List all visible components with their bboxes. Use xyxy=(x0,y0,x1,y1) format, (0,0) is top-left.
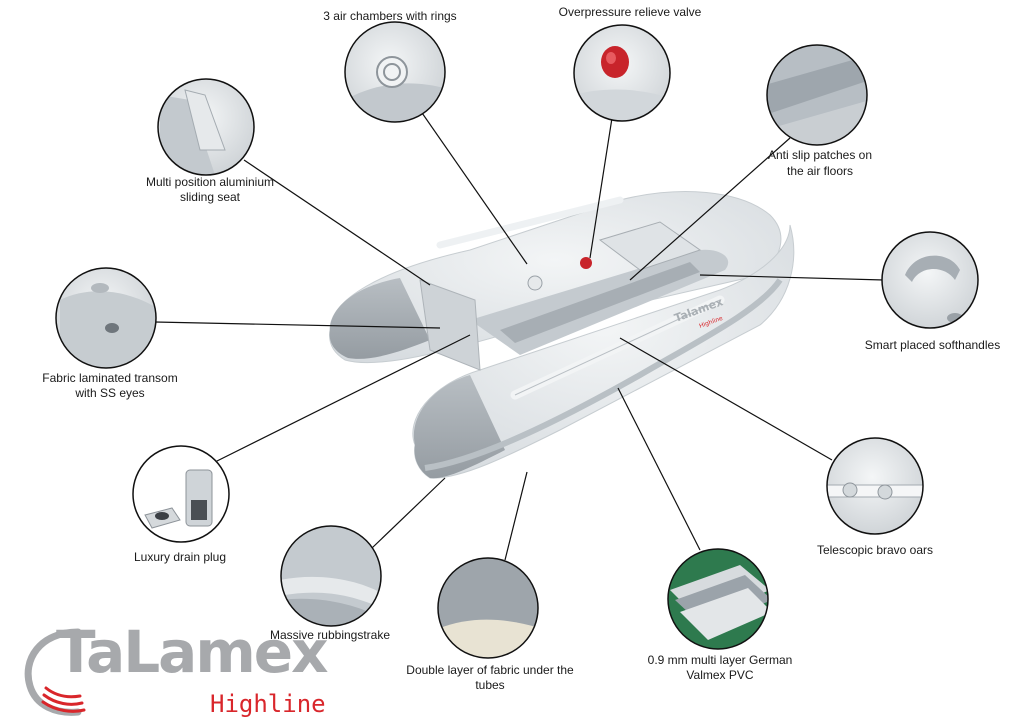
label-double-1: Double layer of fabric under the xyxy=(406,663,574,677)
detail-valve xyxy=(573,24,671,122)
talamex-brand: TaLamex Highline xyxy=(20,618,340,718)
leader-transom xyxy=(154,321,441,329)
leader-handles xyxy=(699,274,885,281)
detail-anti-slip xyxy=(766,44,868,146)
detail-drain xyxy=(132,445,230,543)
leader-seat xyxy=(243,159,431,286)
label-seat-1: Multi position aluminium xyxy=(145,175,275,189)
detail-transom xyxy=(55,267,157,369)
leader-double xyxy=(504,471,528,561)
detail-air-chambers xyxy=(344,21,446,123)
label-transom-2: with SS eyes xyxy=(75,386,145,400)
brand-name: TaLamex xyxy=(56,618,329,686)
boat-rubbing-strake xyxy=(424,278,783,471)
leader-anti-slip xyxy=(629,137,791,281)
label-rubbing: Massive rubbingstrake xyxy=(269,628,391,642)
label-transom-1: Fabric laminated transom xyxy=(42,371,178,385)
inflatable-boat: Talamex Highline xyxy=(329,191,795,479)
detail-seat xyxy=(157,78,255,176)
boat-floor-stripe xyxy=(500,262,700,343)
label-pvc-2: Valmex PVC xyxy=(686,668,754,682)
label-pvc-1: 0.9 mm multi layer German xyxy=(647,653,793,667)
talamex-logo-mark xyxy=(24,628,86,716)
boat-seat xyxy=(598,221,702,271)
label-drain: Luxury drain plug xyxy=(133,550,227,564)
leader-lines xyxy=(154,109,885,561)
leader-drain xyxy=(214,334,471,463)
label-valve: Overpressure relieve valve xyxy=(558,5,702,19)
leader-pvc xyxy=(617,387,701,551)
label-seat-2: sliding seat xyxy=(179,190,241,204)
leader-valve xyxy=(589,117,613,259)
boat-transom xyxy=(419,279,481,371)
label-oars: Telescopic bravo oars xyxy=(816,543,934,557)
detail-double-layer xyxy=(437,557,539,659)
brand-line: Highline xyxy=(210,690,326,718)
label-handles: Smart placed softhandles xyxy=(864,338,1001,352)
leader-air-chambers xyxy=(419,109,528,265)
boat-left-cone xyxy=(329,278,430,359)
label-air-chambers: 3 air chambers with rings xyxy=(323,9,457,23)
detail-pvc xyxy=(667,548,769,650)
detail-handles xyxy=(881,231,979,329)
detail-oars xyxy=(826,437,924,535)
label-double-2: tubes xyxy=(475,678,505,692)
label-anti-slip-2: the air floors xyxy=(786,164,854,178)
leader-oars xyxy=(619,337,833,461)
detail-rubbing xyxy=(280,525,382,627)
leader-rubbing xyxy=(371,477,446,549)
label-anti-slip-1: Anti slip patches on xyxy=(767,148,873,162)
